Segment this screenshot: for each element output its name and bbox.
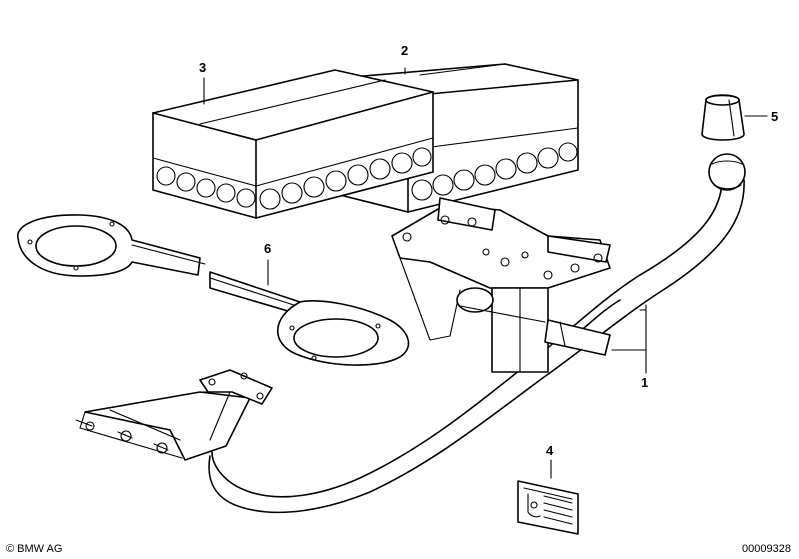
callout-1: 1 xyxy=(641,375,648,390)
copyright-text: © BMW AG xyxy=(6,543,63,555)
part-6-strap[interactable] xyxy=(17,214,410,366)
callout-5: 5 xyxy=(771,109,778,124)
callout-2: 2 xyxy=(401,43,408,58)
part-1-trailer-hitch[interactable] xyxy=(75,153,746,514)
part-3-box[interactable] xyxy=(152,69,434,219)
callout-4: 4 xyxy=(546,443,554,458)
part-5-ball-cap[interactable] xyxy=(701,94,745,141)
left-bracket-bolts xyxy=(75,372,264,454)
document-number: 00009328 xyxy=(742,543,791,555)
callout-3: 3 xyxy=(199,60,206,75)
hitch-ball xyxy=(708,153,746,191)
callout-6: 6 xyxy=(264,241,271,256)
part-3-circles xyxy=(156,147,432,210)
leader-lines xyxy=(203,67,768,479)
part-4-label[interactable] xyxy=(517,480,579,535)
part-2-circles xyxy=(411,142,578,201)
